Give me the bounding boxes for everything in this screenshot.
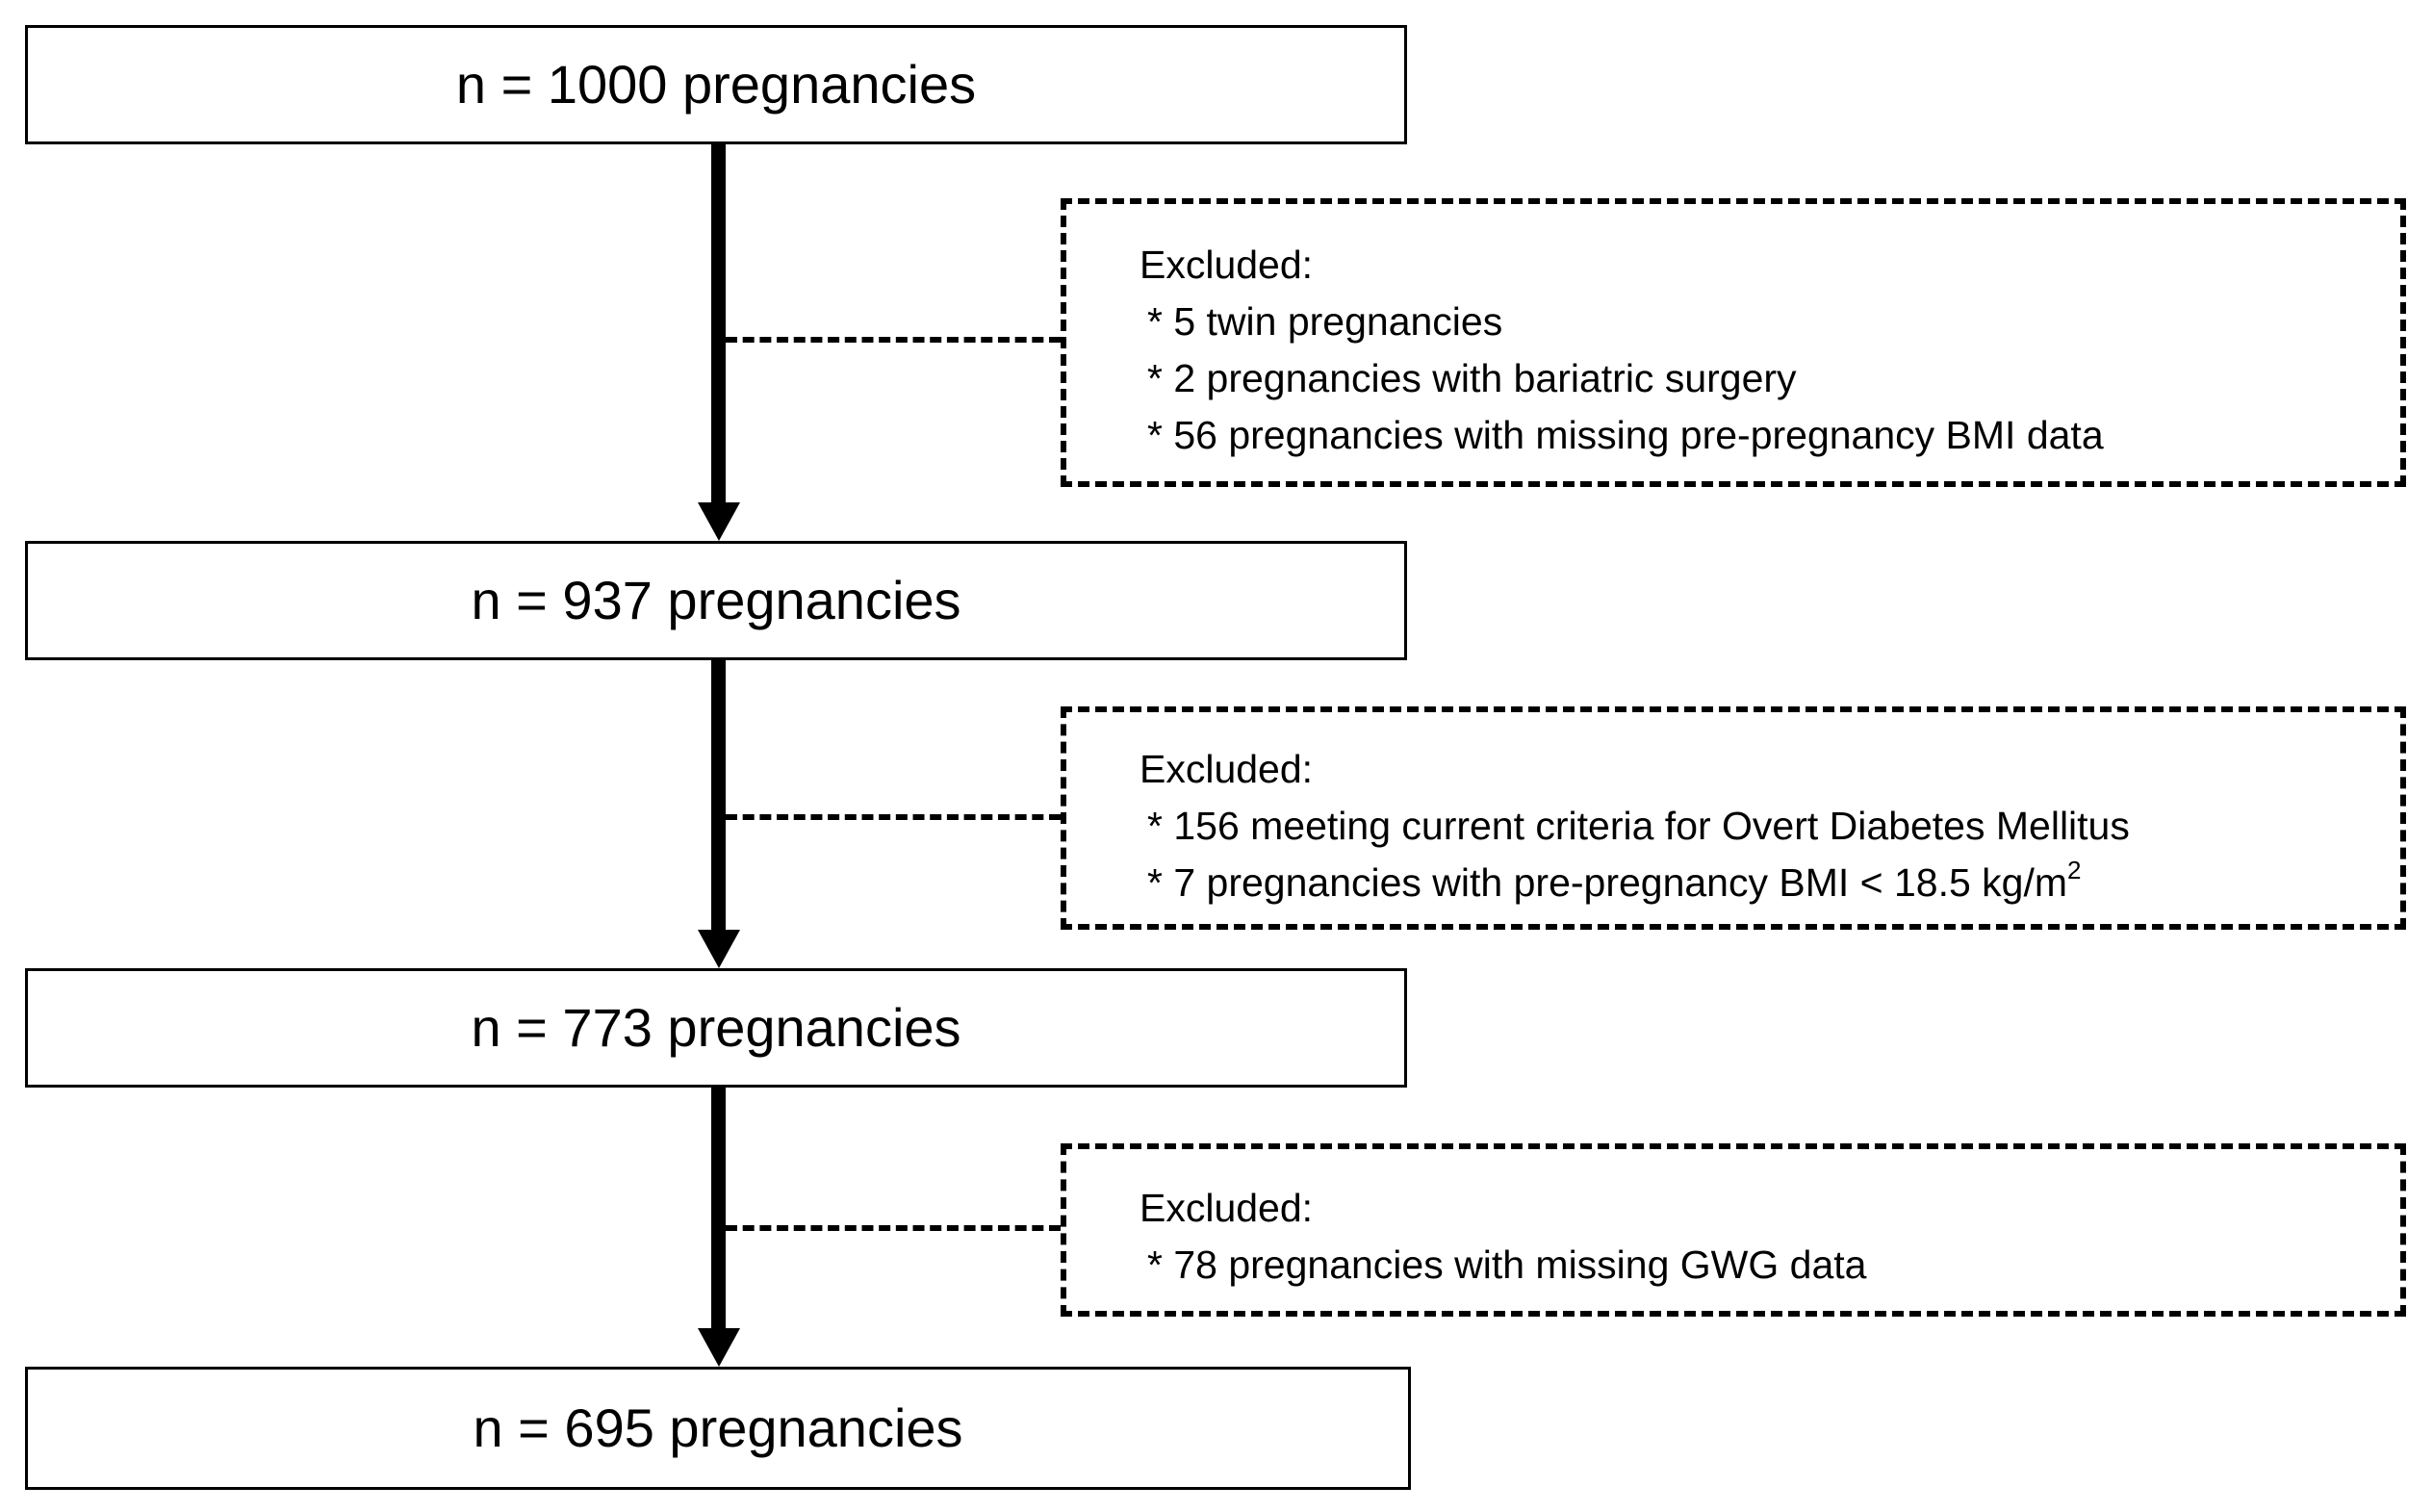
stage-box-937: n = 937 pregnancies <box>25 541 1407 660</box>
exclusion-heading: Excluded: <box>1140 747 1314 791</box>
exclusion-box-3: Excluded: * 78 pregnancies with missing … <box>1061 1143 2406 1317</box>
exclusion-connector <box>726 337 1061 343</box>
stage-box-773: n = 773 pregnancies <box>25 968 1407 1088</box>
superscript-exponent: 2 <box>2067 856 2082 884</box>
flow-arrowhead <box>698 1328 740 1367</box>
flow-arrow-shaft <box>711 660 726 934</box>
exclusion-item: * 7 pregnancies with pre-pregnancy BMI <… <box>1140 855 2400 911</box>
exclusion-heading: Excluded: <box>1140 1186 1314 1230</box>
flow-arrow-shaft <box>711 1088 726 1332</box>
exclusion-item-text: * 7 pregnancies with pre-pregnancy BMI <… <box>1147 860 2068 905</box>
stage-label: n = 1000 pregnancies <box>455 54 977 115</box>
exclusion-connector <box>726 1225 1061 1231</box>
exclusion-box-2: Excluded: * 156 meeting current criteria… <box>1061 706 2406 930</box>
flow-arrowhead <box>698 930 740 968</box>
exclusion-heading: Excluded: <box>1140 243 1314 287</box>
exclusion-item: * 2 pregnancies with bariatric surgery <box>1147 356 1797 400</box>
stage-label: n = 937 pregnancies <box>471 570 961 630</box>
exclusion-item: * 5 twin pregnancies <box>1147 299 1503 344</box>
exclusion-connector <box>726 814 1061 820</box>
stage-label: n = 773 pregnancies <box>471 997 961 1058</box>
stage-box-1000: n = 1000 pregnancies <box>25 25 1407 144</box>
exclusion-item: * 56 pregnancies with missing pre-pregna… <box>1147 413 2104 457</box>
flow-arrowhead <box>698 502 740 541</box>
stage-label: n = 695 pregnancies <box>473 1397 963 1458</box>
stage-box-695: n = 695 pregnancies <box>25 1367 1411 1490</box>
exclusion-item: * 156 meeting current criteria for Overt… <box>1147 804 2130 848</box>
exclusion-box-1: Excluded: * 5 twin pregnancies * 2 pregn… <box>1061 198 2406 487</box>
flow-arrow-shaft <box>711 144 726 506</box>
exclusion-item: * 78 pregnancies with missing GWG data <box>1147 1243 1867 1287</box>
